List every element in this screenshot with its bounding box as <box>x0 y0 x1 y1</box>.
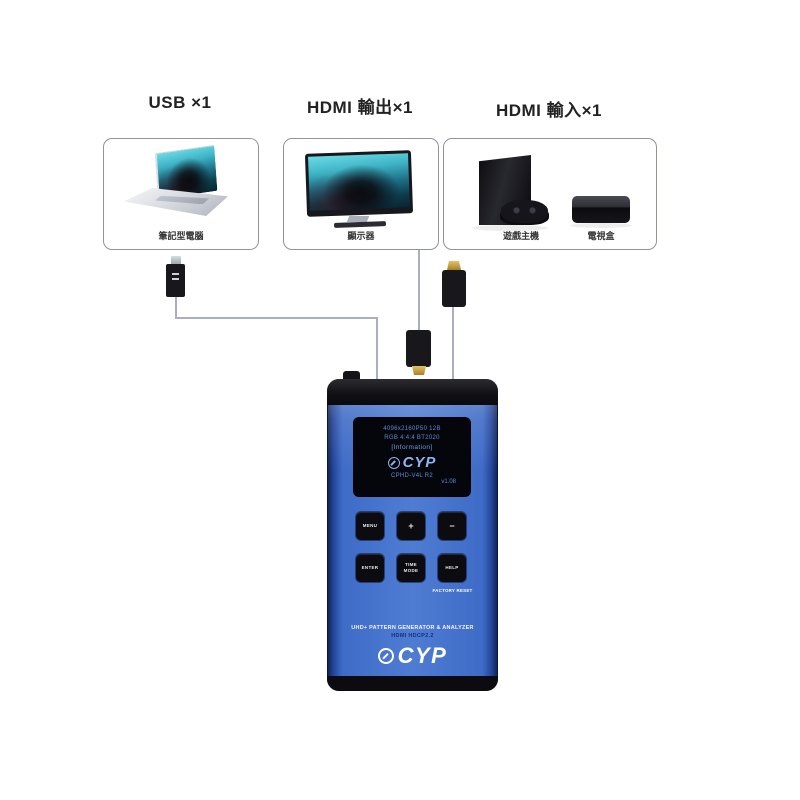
plus-button: + <box>397 512 425 540</box>
usb-cable-segment <box>175 317 378 319</box>
game-console-caption: 遊戲主機 <box>502 231 539 241</box>
screen-firmware: v1.08 <box>441 479 456 486</box>
usb-device-box: 筆記型電腦 <box>103 138 259 250</box>
usb-cable-segment <box>175 296 177 319</box>
monitor-frame <box>304 150 414 217</box>
enter-button: ENTER <box>356 554 384 582</box>
cyp-logo-icon <box>387 456 400 469</box>
device-top-cap <box>327 379 498 405</box>
menu-button: MENU <box>356 512 384 540</box>
group-title-hdmi-in: HDMI 輸入×1 <box>495 101 603 120</box>
console-shadow <box>472 225 548 231</box>
laptop-image <box>104 139 258 249</box>
hdmi-in-device-box: 遊戲主機 電視盒 <box>443 138 657 250</box>
screen-line2: RGB 4:4:4 BT2020 <box>384 434 440 441</box>
device-keypad: MENU + − ENTER TIME MODE HELP <box>356 512 466 582</box>
monitor-caption: 顯示器 <box>347 231 375 241</box>
hdmi-in-cable <box>452 306 454 381</box>
screen-model: CPHD-V4L R2 <box>390 473 434 480</box>
usb-cable-segment <box>376 317 378 381</box>
device-footer-line1: UHD+ PATTERN GENERATOR & ANALYZER <box>351 625 474 631</box>
cyp-logo-icon <box>377 648 394 664</box>
hdmi-connector-icon <box>406 330 431 367</box>
group-title-usb: USB ×1 <box>148 93 212 112</box>
device-brand-text: CYP <box>397 643 448 668</box>
pattern-generator-device: 4096x2160P50 12B RGB 4:4:4 BT2020 [Infor… <box>327 379 498 691</box>
screen-brand-row: CYP <box>387 454 437 472</box>
group-title-hdmi-out: HDMI 輸出×1 <box>306 98 414 117</box>
hdmi-out-device-box: 顯示器 <box>283 138 439 250</box>
device-brand-row: CYP <box>327 643 498 669</box>
hdmi-connector-tip <box>447 261 461 270</box>
monitor-base <box>333 221 387 228</box>
time-mode-button: TIME MODE <box>397 554 425 582</box>
help-button: HELP <box>438 554 466 582</box>
hdmi-connector-tip <box>412 366 426 375</box>
screen-brand-text: CYP <box>402 454 437 472</box>
device-screen: 4096x2160P50 12B RGB 4:4:4 BT2020 [Infor… <box>353 417 471 497</box>
usb-connector-tip <box>171 256 181 265</box>
tvbox-shadow <box>570 223 632 228</box>
factory-reset-label: FACTORY RESET <box>432 588 473 593</box>
monitor-screen <box>308 153 410 211</box>
hdmi-out-cable <box>418 250 420 332</box>
device-bottom-cap <box>327 676 498 691</box>
screen-line1: 4096x2160P50 12B <box>383 426 441 432</box>
device-power-button <box>343 371 360 382</box>
laptop-base <box>124 188 228 216</box>
tv-box-image <box>572 196 630 223</box>
screen-mode: [Information] <box>391 444 433 452</box>
tv-box-caption: 電視盒 <box>587 231 615 241</box>
minus-button: − <box>438 512 466 540</box>
laptop-caption: 筆記型電腦 <box>158 231 204 241</box>
gamepad-image <box>501 200 548 223</box>
device-footer-line2: HDMI HDCP2.2 <box>391 633 434 639</box>
hdmi-connector-icon <box>442 270 466 307</box>
usb-connector-icon <box>166 264 185 297</box>
